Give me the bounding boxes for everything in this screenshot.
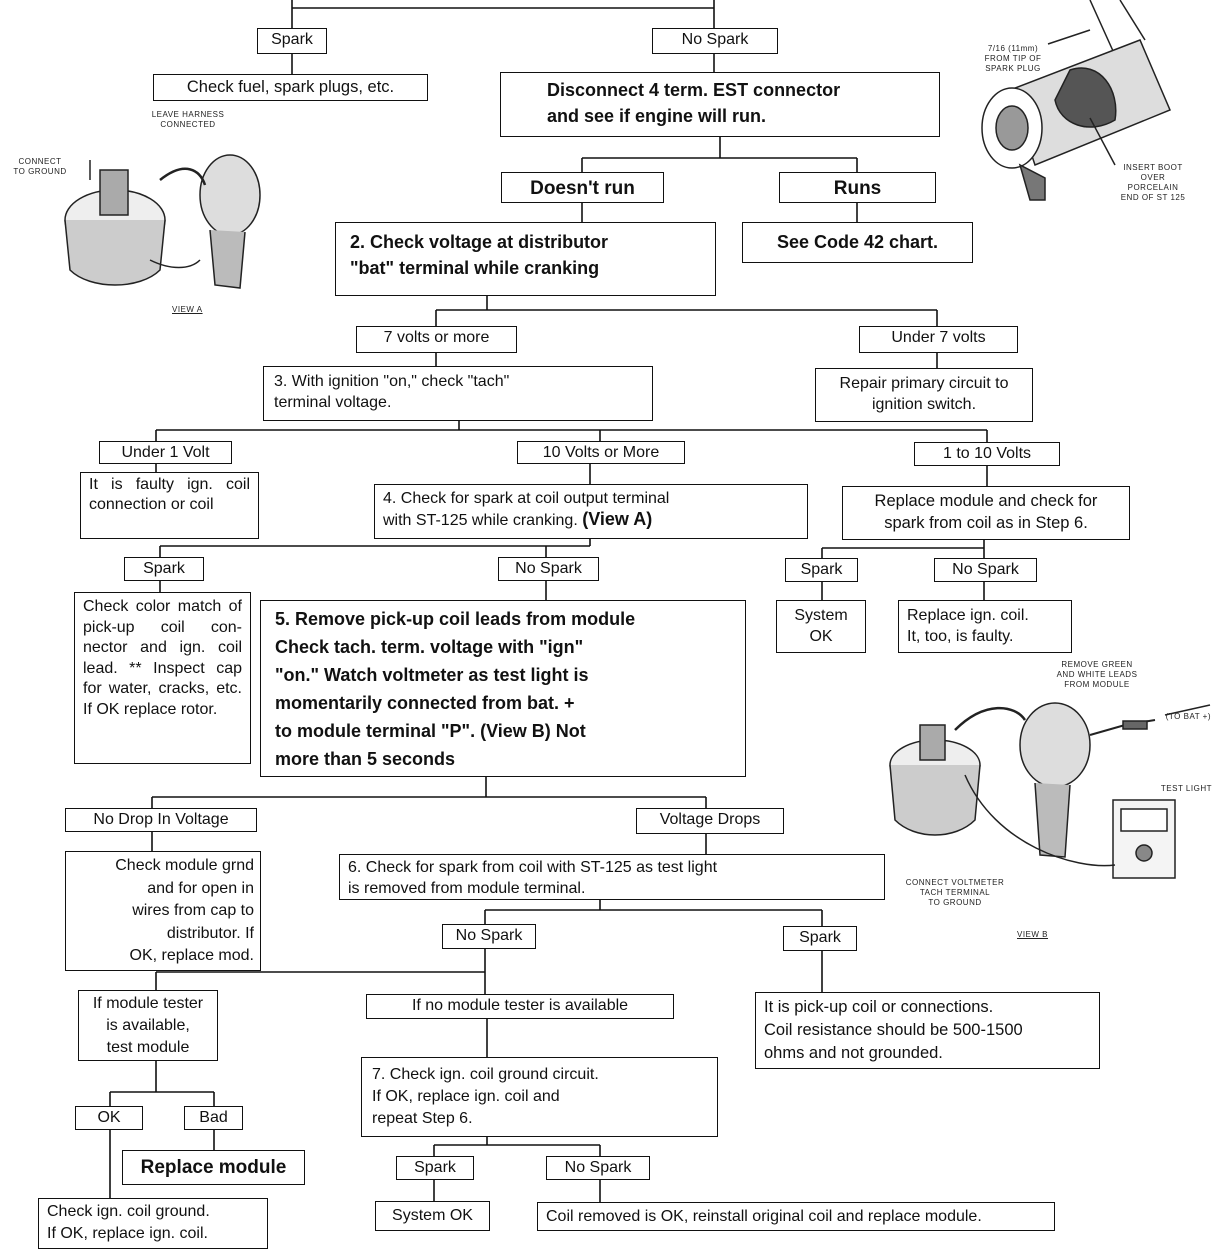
check-color-match-box: Check color match of pick-up coil con-ne… (74, 592, 251, 764)
view-a-distributor-icon (64, 154, 261, 289)
leave-harness-caption: LEAVE HARNESS CONNECTED (151, 110, 225, 129)
step-4-text: 4. Check for spark at coil output termin… (383, 490, 670, 529)
replace-module-box: Replace module (122, 1150, 305, 1185)
no-spark-label-b: No Spark (934, 558, 1037, 582)
runs-box: Runs (779, 172, 936, 203)
doesnt-run-box: Doesn't run (501, 172, 664, 203)
step-7-box: 7. Check ign. coil ground circuit. If OK… (361, 1057, 718, 1137)
seven-volts-or-more-label: 7 volts or more (356, 326, 517, 353)
disconnect-est-box: Disconnect 4 term. EST connector and see… (500, 72, 940, 137)
system-ok-box-2: System OK (375, 1201, 490, 1231)
spark-label-d: Spark (396, 1156, 474, 1180)
system-ok-box-1: System OK (776, 600, 866, 653)
under-one-volt-label: Under 1 Volt (99, 441, 232, 464)
pickup-coil-box: It is pick-up coil or connections. Coil … (755, 992, 1100, 1069)
no-spark-label-c: No Spark (442, 924, 536, 949)
step-2-box: 2. Check voltage at distributor "bat" te… (335, 222, 716, 296)
bad-label: Bad (184, 1106, 243, 1130)
repair-primary-circuit-box: Repair primary circuit to ignition switc… (815, 368, 1033, 422)
no-spark-top-label: No Spark (652, 28, 778, 54)
no-module-tester-label: If no module tester is available (366, 994, 674, 1019)
voltage-drops-label: Voltage Drops (636, 808, 784, 834)
remove-leads-caption: REMOVE GREEN AND WHITE LEADS FROM MODULE (1056, 660, 1138, 689)
step-6-box: 6. Check for spark from coil with ST-125… (339, 854, 885, 900)
step-4-box: 4. Check for spark at coil output termin… (374, 484, 808, 539)
spark-top-label: Spark (257, 28, 327, 54)
step-5-box: 5. Remove pick-up coil leads from module… (260, 600, 746, 777)
check-fuel-box: Check fuel, spark plugs, etc. (153, 74, 428, 101)
see-code-42-box: See Code 42 chart. (742, 222, 973, 263)
view-b-distributor-icon (889, 702, 1211, 879)
spark-label-b: Spark (785, 558, 858, 582)
replace-ign-coil-box: Replace ign. coil. It, too, is faulty. (898, 600, 1072, 653)
no-spark-label-a: No Spark (498, 557, 599, 581)
view-a-reference: (View A) (582, 509, 653, 529)
under-seven-volts-label: Under 7 volts (859, 326, 1018, 353)
spark-plug-dim-caption: 7/16 (11mm) FROM TIP OF SPARK PLUG (984, 44, 1042, 73)
insert-boot-caption: INSERT BOOT OVER PORCELAIN END OF ST 125 (1120, 163, 1186, 202)
ok-label: OK (75, 1106, 143, 1130)
ten-volts-or-more-label: 10 Volts or More (517, 441, 685, 464)
test-light-caption: TEST LIGHT (1160, 784, 1212, 793)
spark-label-a: Spark (124, 557, 204, 581)
check-coil-ground-box: Check ign. coil ground. If OK, replace i… (38, 1198, 268, 1249)
view-b-caption: VIEW B (1017, 930, 1049, 939)
check-module-ground-box: Check module grnd and for open in wires … (65, 851, 261, 971)
coil-removed-box: Coil removed is OK, reinstall original c… (537, 1202, 1055, 1231)
faulty-coil-box: It is faulty ign. coil connection or coi… (80, 472, 259, 539)
replace-module-check-box: Replace module and check for spark from … (842, 486, 1130, 540)
step-3-box: 3. With ignition "on," check "tach" term… (263, 366, 653, 421)
no-drop-in-voltage-label: No Drop In Voltage (65, 808, 257, 832)
to-bat-caption: (TO BAT +) (1165, 712, 1211, 721)
one-to-ten-volts-label: 1 to 10 Volts (914, 442, 1060, 466)
view-a-caption: VIEW A (172, 305, 203, 314)
connect-to-ground-caption: CONNECT TO GROUND (13, 157, 67, 176)
no-spark-label-d: No Spark (546, 1156, 650, 1180)
spark-label-c: Spark (783, 926, 857, 951)
spark-tester-icon (981, 0, 1171, 201)
module-tester-available-box: If module tester is available, test modu… (78, 990, 218, 1061)
connect-voltmeter-caption: CONNECT VOLTMETER TACH TERMINAL TO GROUN… (905, 878, 1005, 907)
